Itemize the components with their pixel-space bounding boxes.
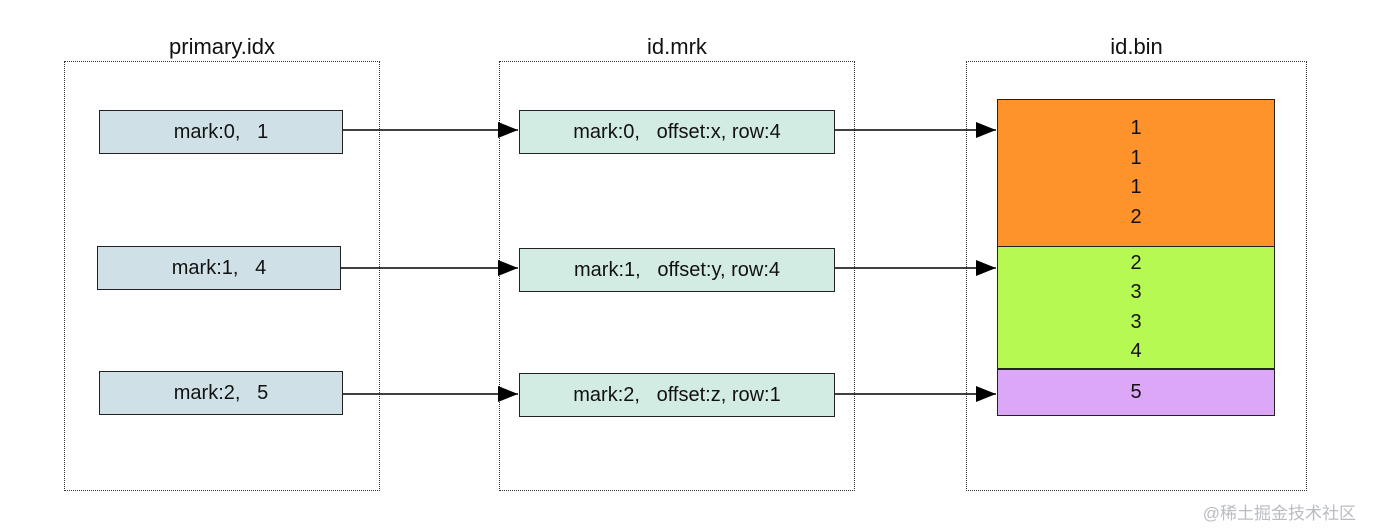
bin-value: 3 <box>1130 310 1142 333</box>
primary-idx-title: primary.idx <box>169 34 275 59</box>
bin-value: 2 <box>1130 251 1142 274</box>
bin-value: 4 <box>1130 340 1142 362</box>
id-bin-block-granule-1: 2 3 3 4 <box>997 246 1275 369</box>
id-bin-block-granule-0: 1 1 1 2 <box>997 99 1275 247</box>
id-bin-panel <box>966 61 1307 491</box>
id-mrk-panel <box>499 61 855 491</box>
arrowhead <box>498 260 518 276</box>
arrowhead <box>976 122 996 138</box>
bin-value: 1 <box>1130 176 1142 198</box>
id-mrk-entry-mark-2: mark:2, offset:z, row:1 <box>519 373 835 417</box>
id-bin-block-granule-2: 5 <box>997 369 1275 416</box>
bin-value: 5 <box>1130 380 1142 403</box>
watermark: @稀土掘金技术社区 <box>1202 504 1356 523</box>
id-mrk-entry-mark-1: mark:1, offset:y, row:4 <box>519 248 835 292</box>
primary-idx-entry-mark-0: mark:0, 1 <box>99 110 343 154</box>
bin-value: 3 <box>1130 281 1142 303</box>
arrowhead <box>976 260 996 276</box>
arrowhead <box>498 122 518 138</box>
arrowhead <box>498 386 518 402</box>
id-mrk-entry-mark-0: mark:0, offset:x, row:4 <box>519 110 835 154</box>
bin-value: 2 <box>1130 205 1142 228</box>
id-mrk-title: id.mrk <box>647 34 707 59</box>
primary-idx-entry-mark-2: mark:2, 5 <box>99 371 343 415</box>
primary-idx-entry-mark-1: mark:1, 4 <box>97 246 341 290</box>
primary-idx-panel <box>64 61 380 491</box>
bin-value: 1 <box>1130 146 1142 169</box>
id-bin-title: id.bin <box>1110 34 1163 59</box>
bin-value: 1 <box>1130 117 1142 139</box>
arrowhead <box>976 386 996 402</box>
